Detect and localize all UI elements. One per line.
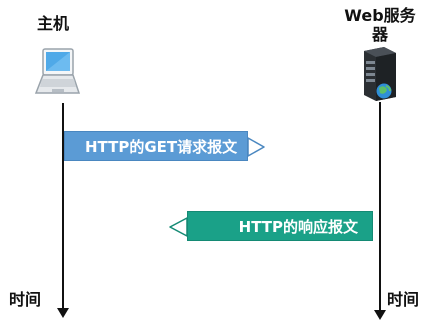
response-arrow-head — [169, 217, 188, 237]
server-timeline-arrow — [374, 310, 386, 320]
server-title: Web服务器 — [344, 6, 416, 44]
host-timeline-arrow — [57, 308, 69, 318]
server-timeline — [379, 102, 381, 312]
host-timeline — [62, 103, 64, 310]
host-title: 主机 — [37, 14, 70, 33]
response-arrow: HTTP的响应报文 — [187, 211, 373, 241]
request-arrow-head — [247, 137, 265, 157]
server-time-label: 时间 — [387, 290, 420, 309]
server-icon — [364, 47, 396, 101]
request-arrow: HTTP的GET请求报文 — [64, 131, 248, 161]
request-label: HTTP的GET请求报文 — [85, 137, 238, 156]
host-time-label: 时间 — [9, 290, 42, 309]
response-label: HTTP的响应报文 — [238, 217, 358, 236]
laptop-icon — [34, 48, 80, 94]
